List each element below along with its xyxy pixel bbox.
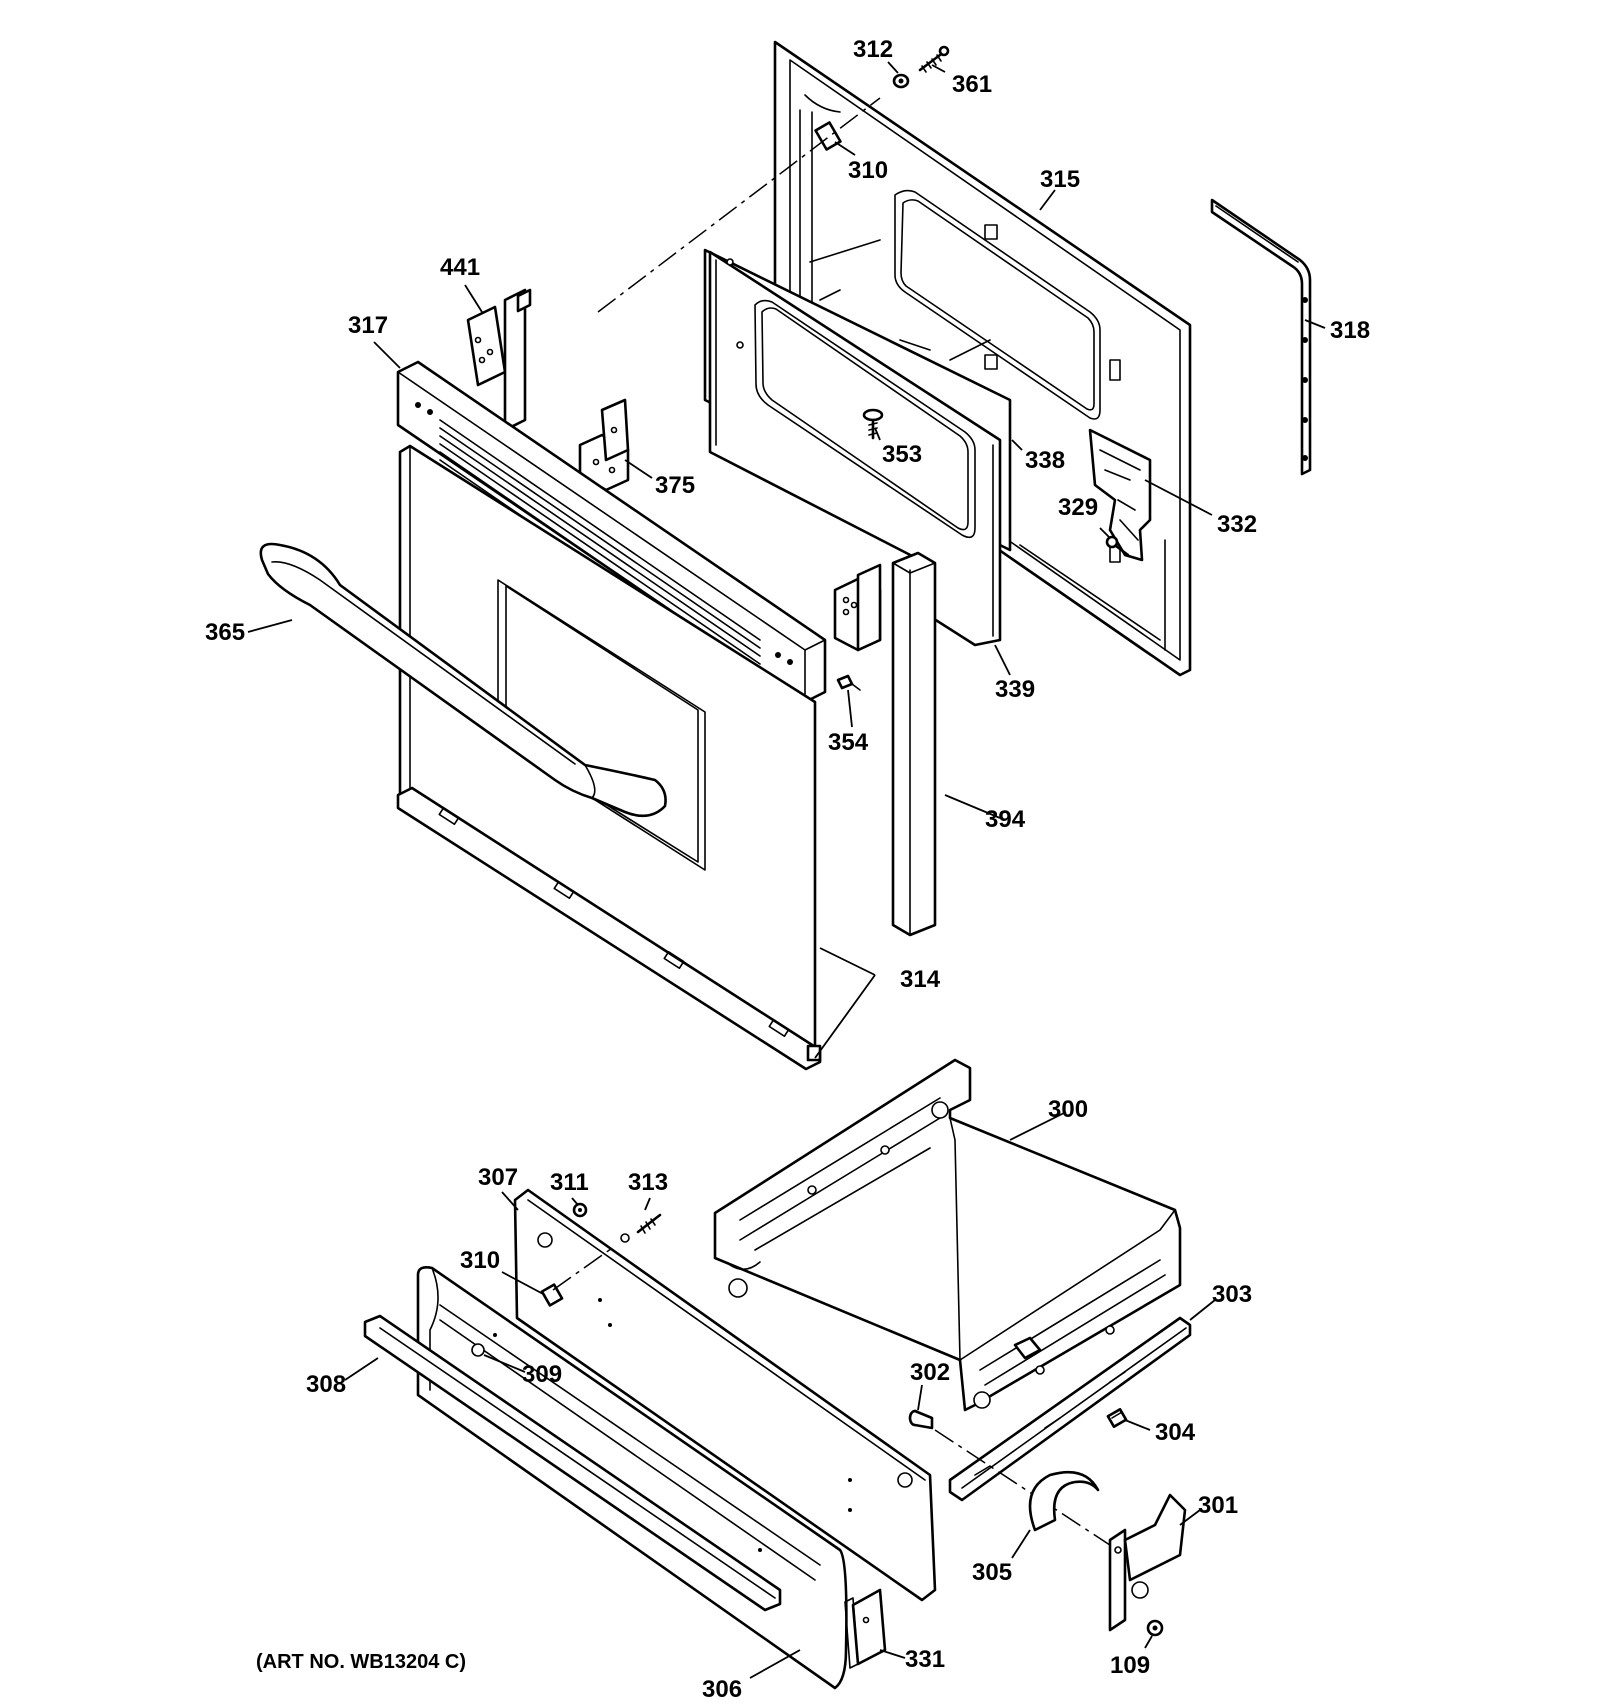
label-313: 313 — [628, 1169, 668, 1196]
part-353-screw — [862, 408, 884, 440]
label-312: 312 — [853, 36, 893, 63]
label-304: 304 — [1155, 1419, 1196, 1446]
label-311: 311 — [550, 1169, 589, 1196]
label-308: 308 — [306, 1371, 346, 1398]
part-311-nut — [572, 1202, 588, 1218]
part-305-clip — [1028, 1470, 1100, 1532]
label-310-lower: 310 — [460, 1247, 500, 1274]
label-353: 353 — [882, 441, 922, 468]
alignment-line-lower-left — [552, 1245, 616, 1291]
part-300-drawer-body — [713, 1058, 1182, 1412]
callout-labels: 312 361 310 315 318 441 317 375 353 338 … — [205, 36, 1370, 1703]
label-315: 315 — [1040, 166, 1080, 193]
label-317: 317 — [348, 312, 388, 339]
part-394-side-trim — [891, 551, 937, 937]
label-306: 306 — [702, 1676, 742, 1703]
part-304-roller — [1106, 1408, 1128, 1428]
label-302: 302 — [910, 1359, 950, 1386]
part-329-screw — [1105, 535, 1130, 557]
part-331-bracket — [844, 1588, 887, 1669]
part-441-hinge — [466, 288, 532, 432]
label-354: 354 — [828, 729, 869, 756]
art-number: (ART NO. WB13204 C) — [256, 1651, 466, 1673]
label-305: 305 — [972, 1559, 1012, 1586]
label-331: 331 — [905, 1646, 945, 1673]
label-339: 339 — [995, 676, 1035, 703]
label-309: 309 — [522, 1361, 562, 1388]
label-375: 375 — [655, 472, 695, 499]
label-394: 394 — [985, 806, 1026, 833]
part-307-drawer-front-inner — [513, 1188, 937, 1602]
label-338: 338 — [1025, 447, 1065, 474]
label-361: 361 — [952, 71, 992, 98]
label-300: 300 — [1048, 1096, 1088, 1123]
part-361-screw — [918, 45, 950, 73]
label-301: 301 — [1198, 1492, 1238, 1519]
label-307: 307 — [478, 1164, 518, 1191]
label-303: 303 — [1212, 1281, 1252, 1308]
part-365-door-handle — [259, 542, 667, 818]
label-310-upper: 310 — [848, 157, 888, 184]
label-318: 318 — [1330, 317, 1370, 344]
part-354-screw — [836, 674, 861, 691]
part-303-drawer-rail — [948, 1316, 1192, 1502]
label-332: 332 — [1217, 511, 1257, 538]
part-339-window-frame — [708, 250, 1002, 647]
part-332-insulation — [1088, 428, 1152, 562]
part-313-screw — [620, 1213, 662, 1243]
part-375-bracket — [578, 398, 630, 492]
part-302-stud — [908, 1409, 934, 1430]
part-312-nut — [892, 73, 910, 89]
alignment-line-upper — [597, 97, 881, 313]
leader-lines — [247, 61, 1326, 1679]
label-329: 329 — [1058, 494, 1098, 521]
part-318-door-gasket — [1210, 198, 1312, 476]
part-109-nut — [1146, 1619, 1164, 1637]
part-301-bracket — [1108, 1493, 1187, 1632]
part-315-inner-door-panel — [773, 40, 1192, 677]
label-365: 365 — [205, 619, 245, 646]
part-hinge-bracket-right — [833, 563, 882, 652]
label-314: 314 — [900, 966, 941, 993]
label-441: 441 — [440, 254, 480, 281]
label-109: 109 — [1110, 1652, 1150, 1679]
part-308-drawer-handle — [363, 1314, 782, 1612]
part-310-clip-lower — [540, 1283, 564, 1307]
